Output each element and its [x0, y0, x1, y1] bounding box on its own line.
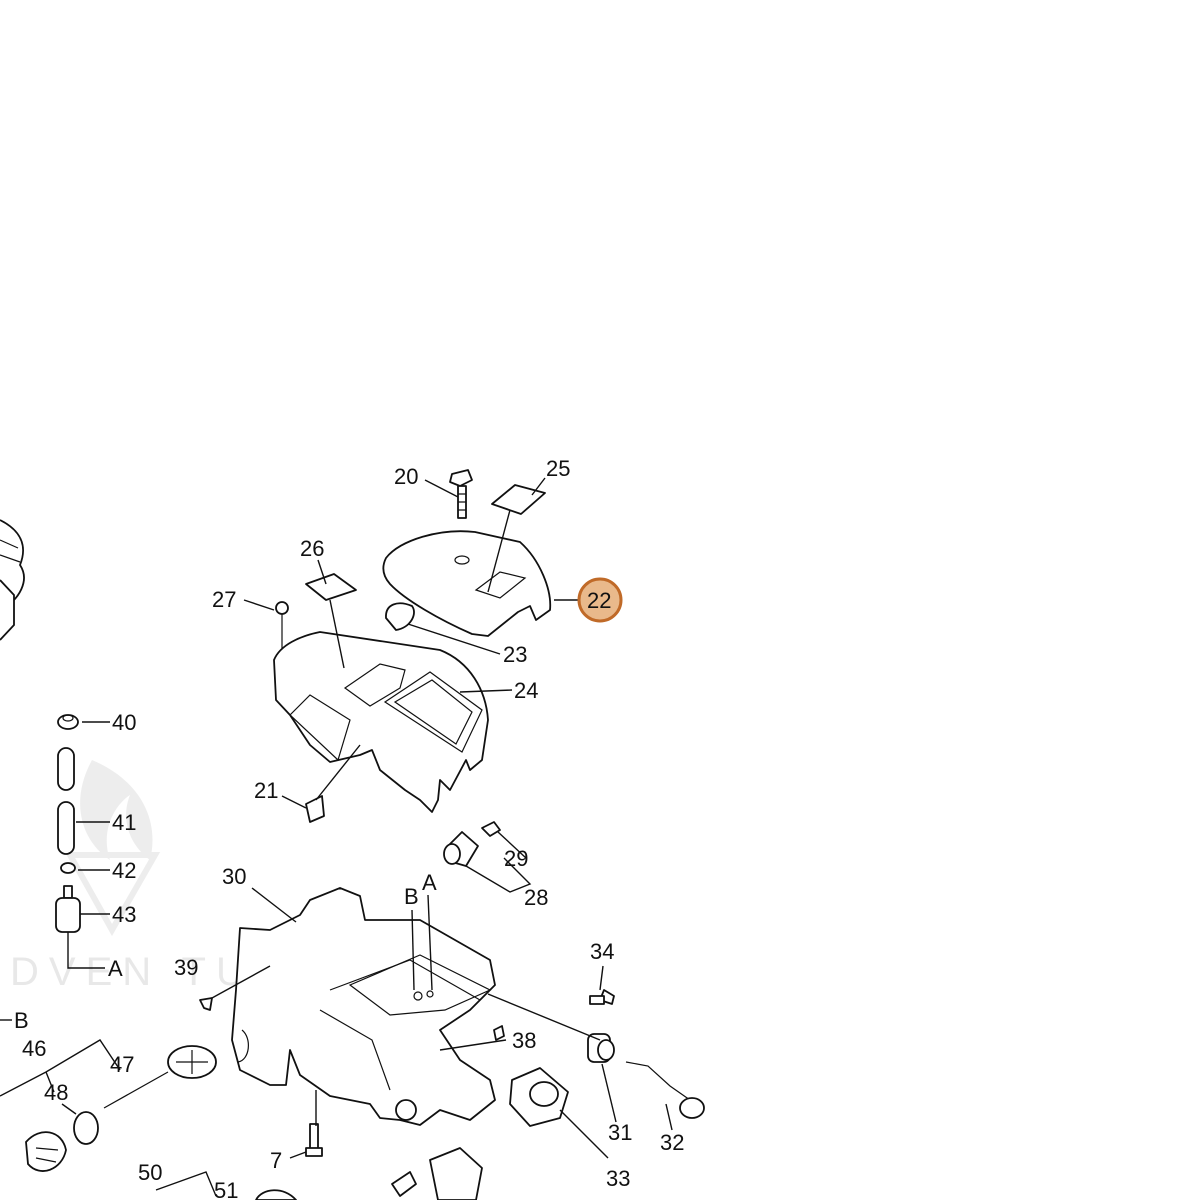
callout-32: 32 — [660, 1130, 684, 1155]
callout-46: 46 — [22, 1036, 46, 1061]
part-21-label — [305, 795, 325, 823]
callout-40: 40 — [112, 710, 136, 735]
part-31-bushing — [587, 1033, 615, 1063]
callout-51: 51 — [214, 1178, 238, 1200]
highlight-circle-22 — [577, 577, 623, 623]
part-22-top-cover — [382, 530, 552, 637]
part-23-grommet — [385, 602, 415, 631]
parts-40-43-column — [55, 714, 81, 933]
callout-50: 50 — [138, 1160, 162, 1185]
callout-38: 38 — [512, 1028, 536, 1053]
callout-23: 23 — [503, 642, 527, 667]
part-47-oil-filter — [103, 1045, 217, 1109]
callout-31: 31 — [608, 1120, 632, 1145]
part-32-choke-rod — [625, 1061, 705, 1119]
callout-24: 24 — [514, 678, 538, 703]
part-7-screw — [305, 1123, 323, 1157]
callout-47: 47 — [110, 1052, 134, 1077]
callout-33: 33 — [606, 1166, 630, 1191]
callout-20: 20 — [394, 464, 418, 489]
part-38-label — [493, 1025, 505, 1041]
callout-42: 42 — [112, 858, 136, 883]
callout-48: 48 — [44, 1080, 68, 1105]
callout-21: 21 — [254, 778, 278, 803]
part-25-label — [491, 484, 546, 515]
part-39-screw — [199, 997, 213, 1011]
callout-28: 28 — [524, 885, 548, 910]
callout-a-center: A — [422, 870, 437, 895]
callout-41: 41 — [112, 810, 136, 835]
callout-43: 43 — [112, 902, 136, 927]
callout-25: 25 — [546, 456, 570, 481]
callout-27: 27 — [212, 587, 236, 612]
part-20-screw — [449, 469, 473, 519]
leader-lines — [0, 477, 673, 1197]
callout-22: 22 — [587, 588, 611, 613]
part-26-label — [305, 573, 357, 601]
cylinder-partial — [0, 519, 25, 641]
part-24-filter-housing — [273, 631, 489, 813]
callout-39: 39 — [174, 955, 198, 980]
callout-a-left: A — [108, 956, 123, 981]
part-33-intake-flange — [509, 1067, 569, 1127]
callout-30: 30 — [222, 864, 246, 889]
callout-34: 34 — [590, 939, 614, 964]
callout-7: 7 — [270, 1148, 282, 1173]
callout-labels: 20 25 26 27 22 23 24 40 41 42 43 A 21 29… — [14, 456, 684, 1200]
callout-29: 29 — [504, 846, 528, 871]
part-30-crankcase — [231, 887, 496, 1126]
bottom-partial-parts — [255, 1147, 483, 1200]
callout-b-left: B — [14, 1008, 29, 1033]
part-34-screw — [589, 989, 615, 1005]
callout-26: 26 — [300, 536, 324, 561]
callout-b-center: B — [404, 884, 419, 909]
part-46-cap — [25, 1131, 67, 1172]
parts-28-29 — [443, 821, 501, 867]
part-48-o-ring — [73, 1111, 99, 1145]
